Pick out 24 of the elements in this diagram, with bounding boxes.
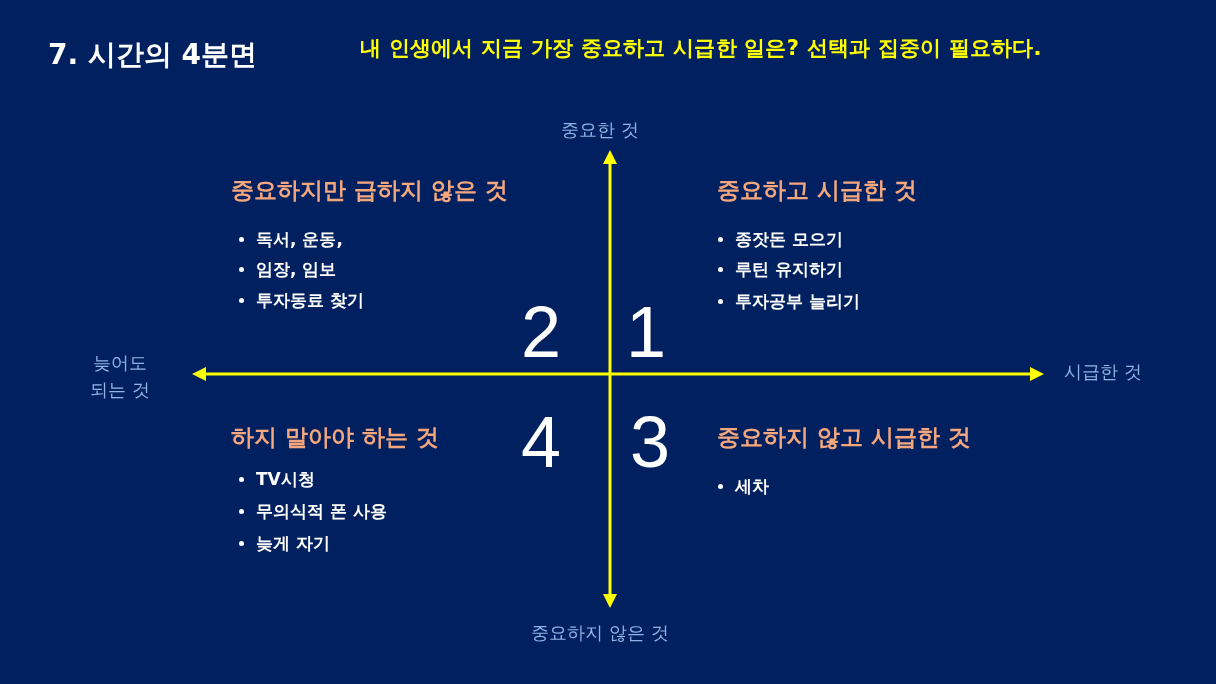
quadrant-number: 4 — [521, 406, 562, 478]
quadrant-heading: 중요하고 시급한 것 — [717, 176, 917, 204]
quadrant-heading: 중요하지만 급하지 않은 것 — [231, 176, 509, 204]
list-item: 늦게 자기 — [256, 532, 330, 554]
quadrant-heading: 하지 말아야 하는 것 — [231, 423, 440, 451]
list-item: 투자공부 늘리기 — [735, 290, 860, 312]
subtitle: 내 인생에서 지금 가장 중요하고 시급한 일은? 선택과 집중이 필요하다. — [360, 35, 1042, 61]
quadrant-number: 1 — [626, 296, 667, 368]
list-item: 세차 — [735, 475, 769, 497]
quadrant-number: 3 — [630, 406, 671, 478]
list-item: TV시청 — [256, 468, 315, 490]
quadrant-number: 2 — [521, 296, 562, 368]
list-item: 무의식적 폰 사용 — [256, 500, 387, 522]
slide-title: 7. 시간의 4분면 — [48, 38, 258, 72]
list-item: 임장, 임보 — [256, 258, 337, 280]
list-item: 루틴 유지하기 — [735, 258, 843, 280]
axis-label: 중요한 것 — [561, 118, 639, 142]
axis-label: 중요하지 않은 것 — [531, 621, 669, 645]
list-item: 종잣돈 모으기 — [735, 228, 843, 250]
quadrant-heading: 중요하지 않고 시급한 것 — [717, 423, 972, 451]
list-item: 투자동료 찾기 — [256, 289, 364, 311]
axis-label: 시급한 것 — [1064, 360, 1142, 384]
list-item: 독서, 운동, — [256, 228, 343, 250]
axis-label: 늦어도 되는 것 — [89, 351, 151, 402]
